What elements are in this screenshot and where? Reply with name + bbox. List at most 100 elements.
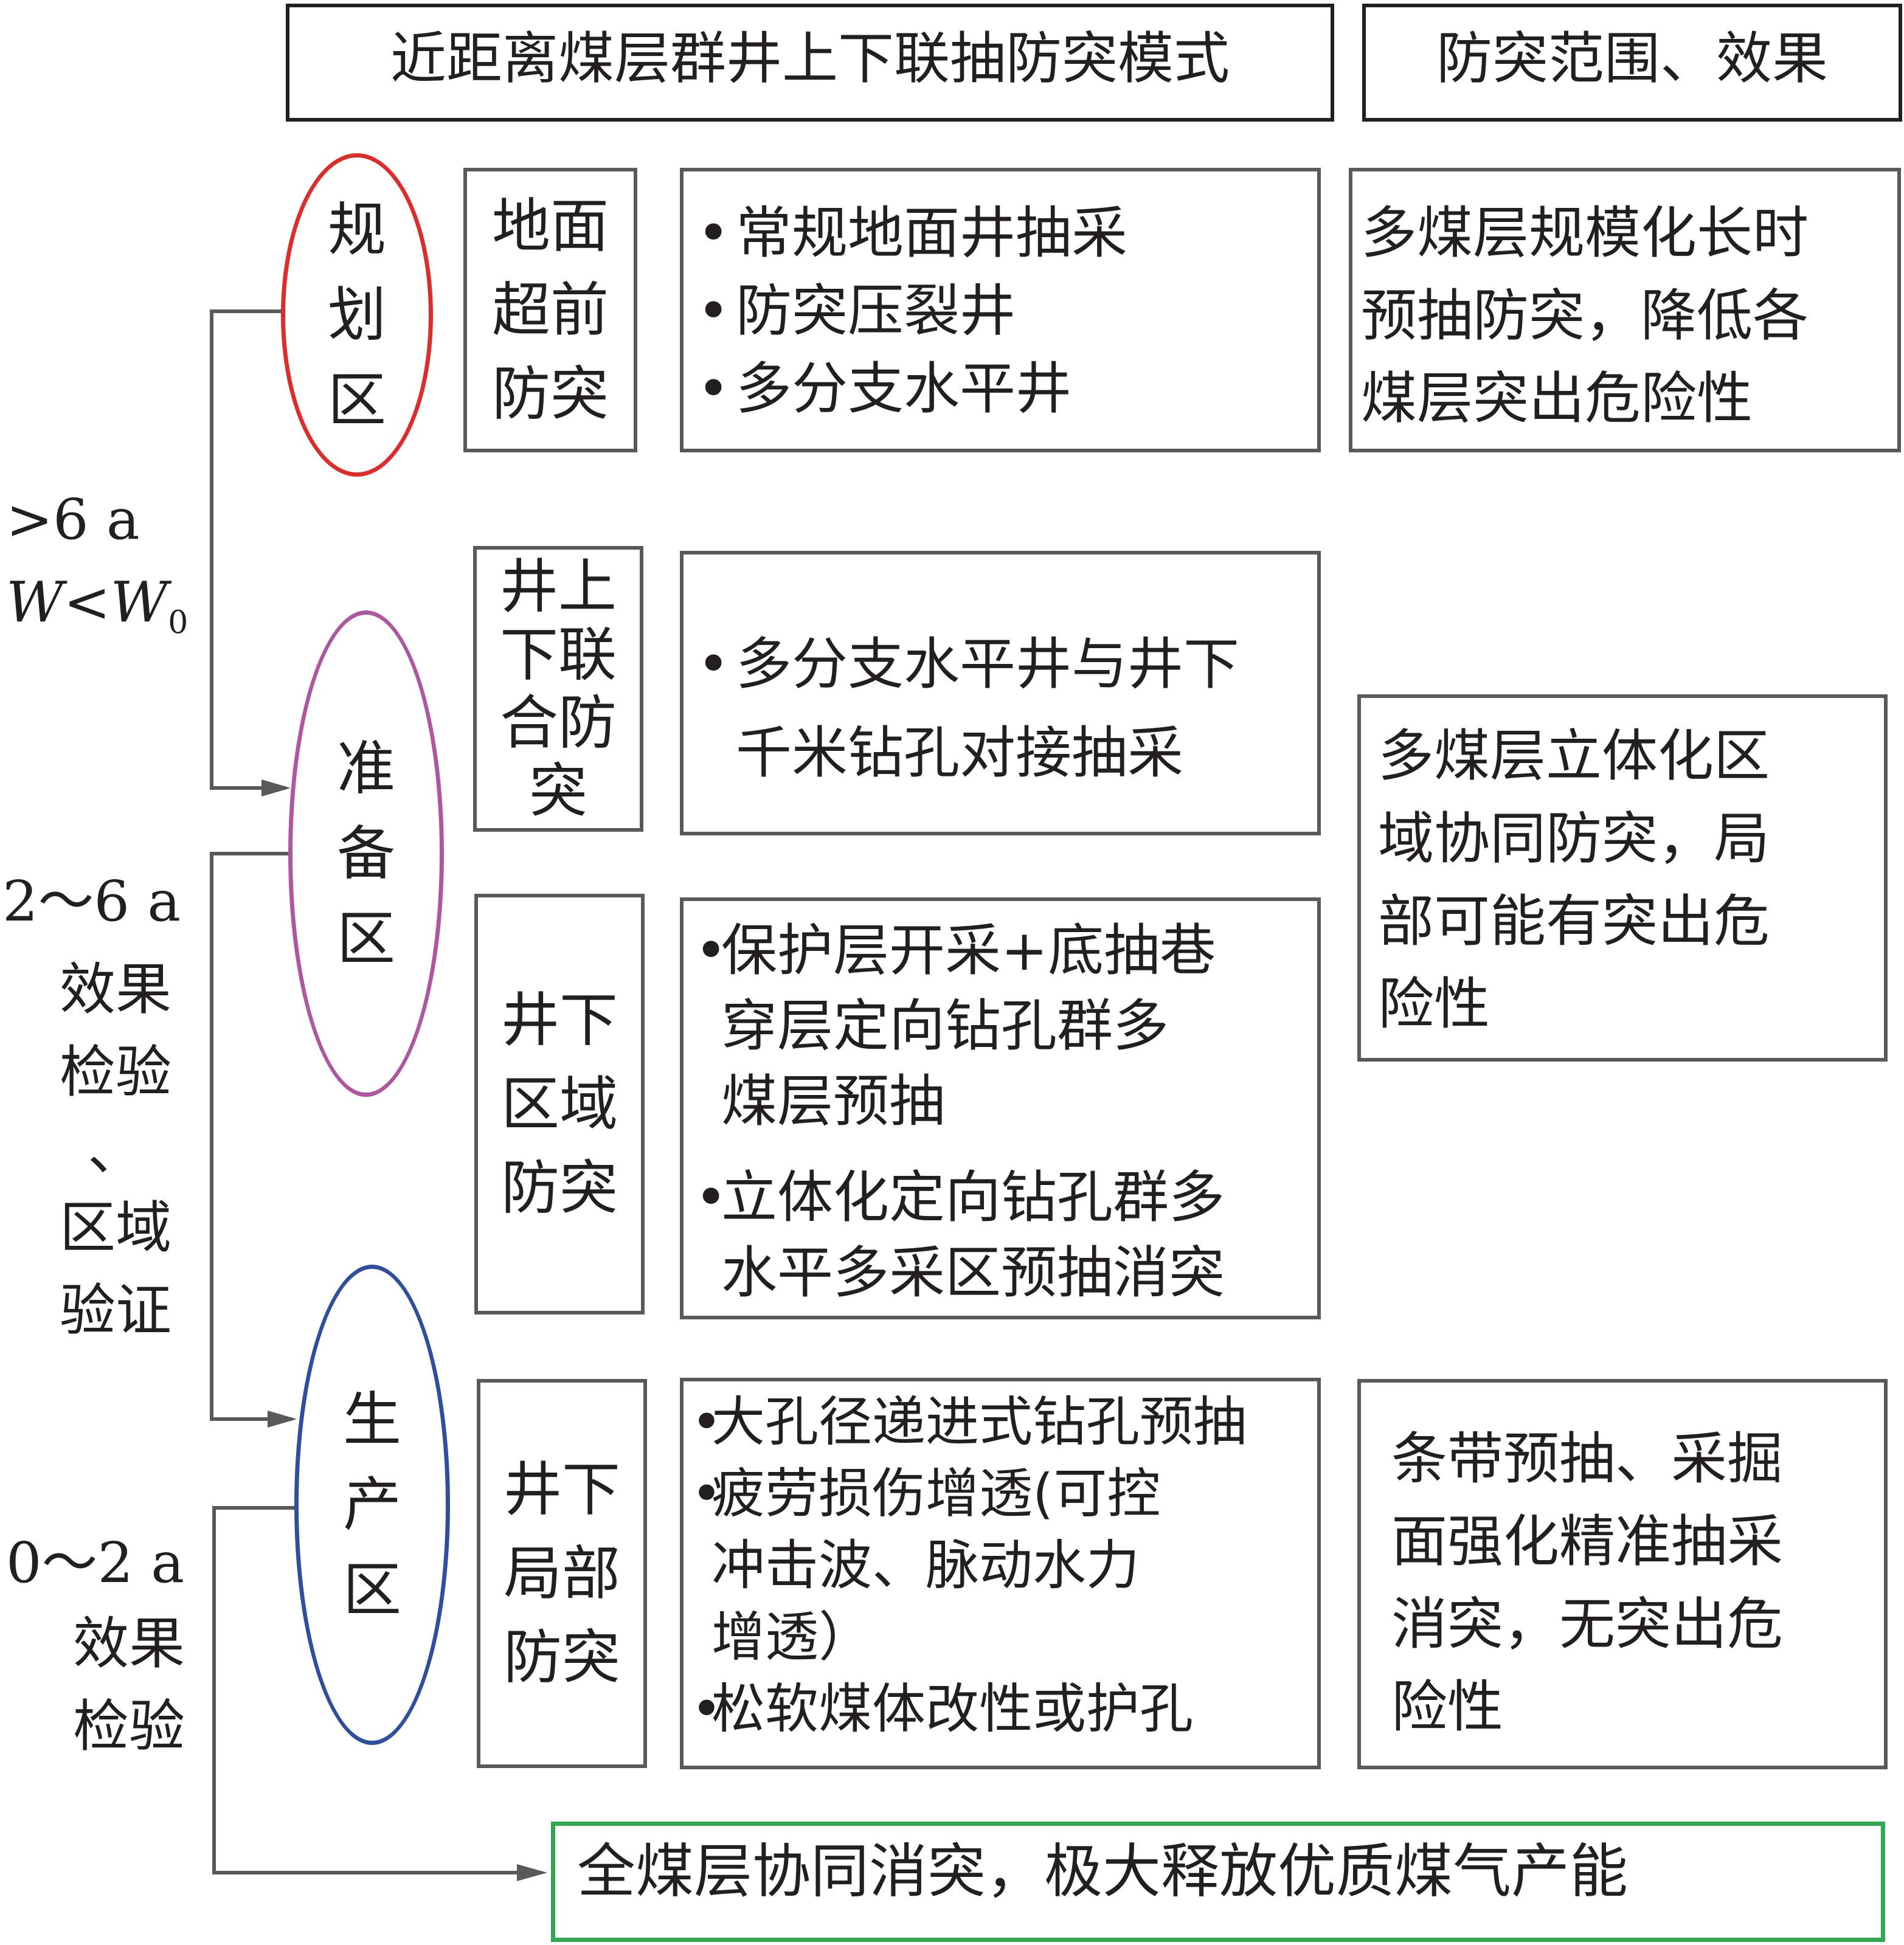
zone-label-char: 产 <box>343 1471 401 1539</box>
effect-line: 部可能有突出危 <box>1378 889 1770 954</box>
bullet-icon: • <box>697 632 730 697</box>
stage3-check-line: 效果 <box>72 1611 185 1676</box>
zone-production: 生 产 区 <box>294 1265 450 1745</box>
stage2-check-line: 区域 <box>59 1195 171 1260</box>
zone-label-char: 生 <box>343 1386 401 1454</box>
effect-line: 条带预抽、采掘 <box>1391 1426 1784 1491</box>
bullet-icon: • <box>694 918 728 983</box>
stage3-time: 0～2 a <box>6 1530 185 1595</box>
bullet-icon: • <box>691 1462 722 1525</box>
cond-w: W <box>6 570 64 635</box>
connector-planning-to-preparation <box>210 309 287 790</box>
effect-line: 多煤层规模化长时 <box>1361 201 1809 266</box>
zone-label-char: 备 <box>337 820 395 888</box>
cond-sub: 0 <box>168 604 189 641</box>
effect-production: 条带预抽、采掘 面强化精准抽采 消突，无突出危 险性 <box>1357 1379 1888 1769</box>
mode-header: 近距离煤层群井上下联抽防突模式 <box>286 4 1334 122</box>
method-text-continued: 千米钻孔对接抽采 <box>736 720 1184 786</box>
effect-preparation: 多煤层立体化区 域协同防突，局 部可能有突出危 险性 <box>1357 694 1888 1062</box>
method-text-continued: 冲击波、脉动水力 <box>711 1534 1140 1597</box>
category-line: 井上 <box>500 553 617 621</box>
stage2-check-line: 、 <box>87 1118 144 1183</box>
stage2-check-line: 检验 <box>59 1040 171 1105</box>
effect-header-text: 防突范围、效果 <box>1436 26 1828 91</box>
method-text: 防突压裂井 <box>736 278 1016 344</box>
category-line: 防突 <box>492 360 609 428</box>
zone-label-char: 划 <box>328 281 386 349</box>
method-text-continued: 穿层定向钻孔群多 <box>721 993 1169 1059</box>
category-line: 防突 <box>504 1623 620 1691</box>
methods-joint: •多分支水平井与井下 千米钻孔对接抽采 <box>680 551 1321 835</box>
methods-regional: •保护层开采+底抽巷 穿层定向钻孔群多 煤层预抽 •立体化定向钻孔群多 水平多采… <box>680 897 1321 1319</box>
method-text: 立体化定向钻孔群多 <box>721 1165 1225 1230</box>
method-text: 疲劳损伤增透(可控 <box>711 1462 1161 1525</box>
category-surface-underground-joint: 井上 下联 合防 突 <box>473 546 643 832</box>
zone-label-char: 区 <box>343 1556 401 1624</box>
zone-preparation: 准 备 区 <box>288 610 444 1097</box>
method-item: •防突压裂井 <box>697 272 1306 350</box>
category-line: 井下 <box>501 986 618 1054</box>
zone-label-char: 区 <box>337 905 395 973</box>
method-item: •松软煤体改性或护孔 <box>691 1673 1306 1745</box>
effect-line: 多煤层立体化区 <box>1378 724 1770 789</box>
arrowhead-preparation <box>261 779 291 796</box>
method-item: •疲劳损伤增透(可控 <box>691 1458 1306 1530</box>
final-result-text: 全煤层协同消突，极大释放优质煤气产能 <box>577 1837 1628 1905</box>
method-item: •常规地面井抽采 <box>697 195 1306 272</box>
method-text-continued: 增透） <box>711 1606 873 1668</box>
category-line: 井下 <box>504 1456 620 1524</box>
bullet-icon: • <box>697 356 730 421</box>
stage3-check: 效果 检验 <box>62 1603 196 1768</box>
method-text: 多分支水平井 <box>736 356 1072 421</box>
stage1-condition: W<W0 <box>6 563 188 662</box>
methods-surface: •常规地面井抽采 •防突压裂井 •多分支水平井 <box>680 168 1321 452</box>
method-item: •大孔径递进式钻孔预抽 <box>691 1386 1306 1458</box>
category-line: 下联 <box>500 621 617 689</box>
stage2-check: 效果 检验 、 区域 验证 <box>49 948 182 1352</box>
method-text: 常规地面井抽采 <box>736 201 1128 266</box>
effect-line: 险性 <box>1378 972 1490 1037</box>
effect-line: 险性 <box>1391 1674 1504 1739</box>
category-line: 地面 <box>492 192 609 260</box>
methods-local: •大孔径递进式钻孔预抽 •疲劳损伤增透(可控 冲击波、脉动水力 增透） •松软煤… <box>680 1378 1321 1769</box>
effect-planning: 多煤层规模化长时 预抽防突，降低各 煤层突出危险性 <box>1349 168 1901 452</box>
stage2-time: 2～6 a <box>2 869 181 934</box>
category-underground-local: 井下 局部 防突 <box>477 1379 647 1768</box>
method-text-continued: 煤层预抽 <box>721 1069 946 1134</box>
zone-planning: 规 划 区 <box>281 153 433 477</box>
method-text: 多分支水平井与井下 <box>736 632 1240 697</box>
effect-header: 防突范围、效果 <box>1362 4 1902 122</box>
stage2-check-line: 验证 <box>59 1278 171 1343</box>
stage3-check-line: 检验 <box>72 1694 185 1759</box>
method-text: 松软煤体改性或护孔 <box>711 1677 1194 1740</box>
effect-line: 域协同防突，局 <box>1378 806 1770 871</box>
category-line: 防突 <box>501 1154 618 1222</box>
zone-label-char: 规 <box>328 196 386 264</box>
connector-production-to-final <box>212 1506 541 1874</box>
cond-w0: W <box>110 570 168 635</box>
mode-header-text: 近距离煤层群井上下联抽防突模式 <box>390 26 1230 91</box>
bullet-icon: • <box>691 1391 722 1453</box>
category-line: 超前 <box>492 276 609 344</box>
method-text: 保护层开采+底抽巷 <box>721 918 1216 983</box>
method-item: •多分支水平井 <box>697 350 1306 428</box>
method-item: •保护层开采+底抽巷 <box>694 913 1306 989</box>
method-text: 大孔径递进式钻孔预抽 <box>711 1391 1247 1453</box>
effect-line: 面强化精准抽采 <box>1391 1509 1784 1574</box>
effect-line: 煤层突出危险性 <box>1361 366 1753 431</box>
stage1-time: >6 a <box>6 487 140 552</box>
cond-lt: < <box>63 570 111 635</box>
category-underground-regional: 井下 区域 防突 <box>474 894 645 1315</box>
category-surface-advance: 地面 超前 防突 <box>463 168 637 452</box>
final-result: 全煤层协同消突，极大释放优质煤气产能 <box>551 1822 1885 1942</box>
zone-label-char: 准 <box>337 734 395 803</box>
effect-line: 消突，无突出危 <box>1391 1592 1784 1657</box>
bullet-icon: • <box>697 201 730 266</box>
bullet-icon: • <box>691 1677 722 1740</box>
method-item: •立体化定向钻孔群多 <box>694 1160 1306 1235</box>
arrowhead-final <box>517 1864 547 1881</box>
zone-label-char: 区 <box>328 366 386 434</box>
arrowhead-production <box>268 1411 297 1428</box>
effect-line: 预抽防突，降低各 <box>1361 283 1809 348</box>
